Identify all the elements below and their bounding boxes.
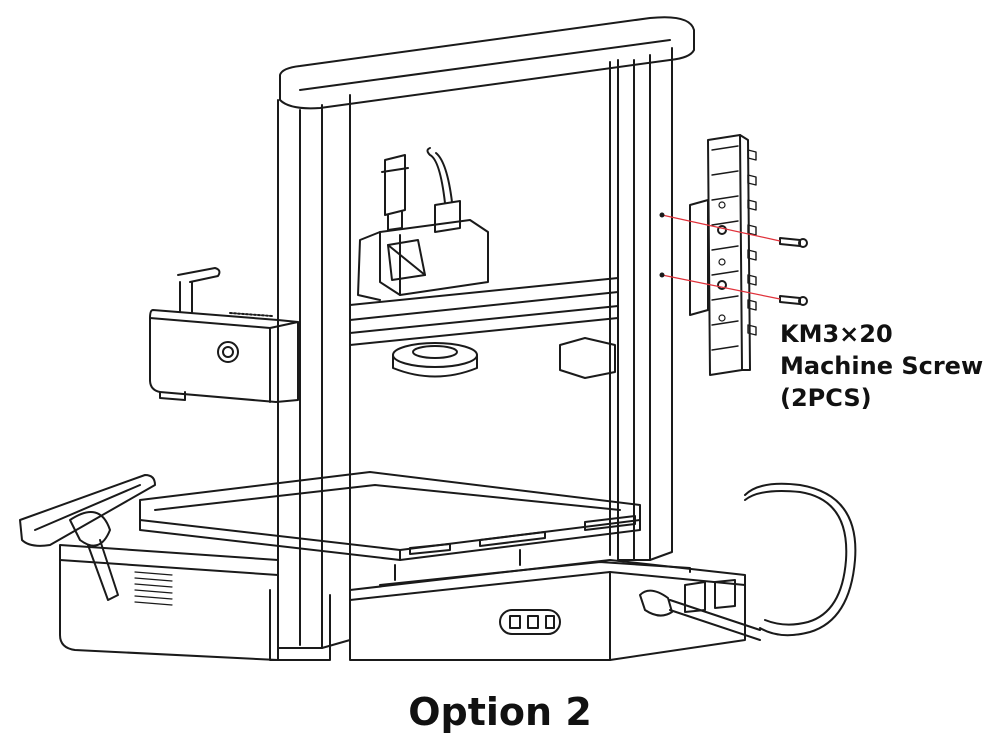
power-cable bbox=[669, 482, 857, 641]
screw-leader-lines bbox=[661, 214, 781, 300]
display-screen bbox=[19, 474, 156, 601]
option-caption: Option 2 bbox=[408, 690, 592, 734]
print-head bbox=[357, 147, 489, 301]
machine-screw bbox=[779, 237, 808, 306]
screw-spec-label: KM3×20 bbox=[780, 320, 893, 348]
x-axis-rail bbox=[349, 277, 619, 346]
print-bed bbox=[139, 471, 641, 561]
printer-base bbox=[59, 544, 746, 661]
screw-type-label: Machine Screw bbox=[780, 352, 984, 380]
speaker-grid bbox=[134, 571, 173, 606]
hub-board bbox=[689, 134, 757, 376]
side-box bbox=[149, 267, 299, 403]
bed-fan bbox=[392, 337, 616, 379]
screw-quantity-label: (2PCS) bbox=[780, 384, 872, 412]
frame-holes bbox=[659, 212, 665, 278]
